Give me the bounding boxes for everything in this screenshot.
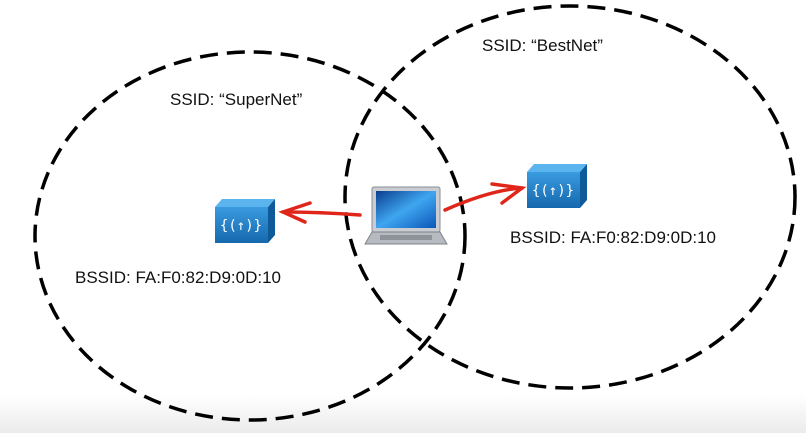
svg-text:{(↑)}: {(↑)} xyxy=(532,183,574,199)
ssid-label-supernet: SSID: “SuperNet” xyxy=(170,90,303,109)
arrow-to-right-ap xyxy=(443,182,527,212)
access-point-icon-left: {(↑)} xyxy=(215,199,275,243)
ssid-label-bestnet: SSID: “BestNet” xyxy=(482,36,603,55)
bssid-label-supernet: BSSID: FA:F0:82:D9:0D:10 xyxy=(75,268,281,287)
coverage-area-supernet xyxy=(33,50,467,422)
coverage-area-bestnet xyxy=(343,4,797,390)
laptop-icon xyxy=(364,186,448,245)
svg-text:{(↑)}: {(↑)} xyxy=(220,218,262,234)
bssid-label-bestnet: BSSID: FA:F0:82:D9:0D:10 xyxy=(510,228,716,247)
access-point-icon-right: {(↑)} xyxy=(527,164,587,208)
arrow-to-left-ap xyxy=(278,201,362,224)
